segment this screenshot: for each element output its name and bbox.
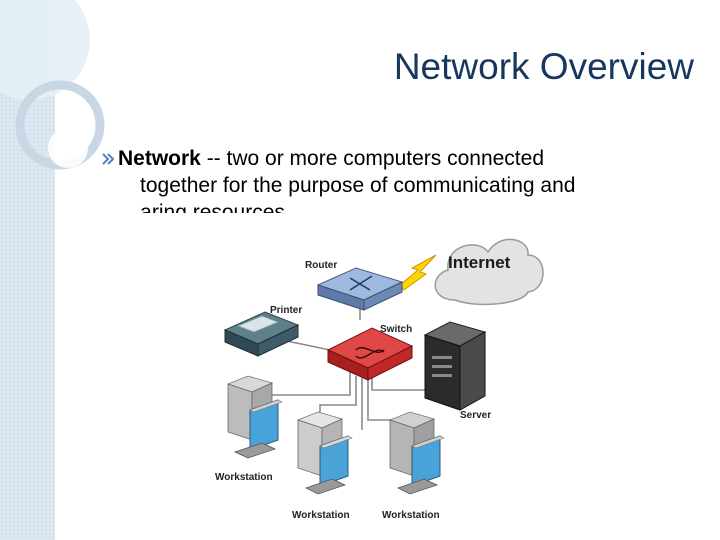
server-label: Server bbox=[460, 410, 491, 421]
internet-label: Internet bbox=[448, 253, 511, 272]
workstation-right-icon: Workstation bbox=[382, 411, 445, 521]
bullet-text: Network -- two or more computers connect… bbox=[118, 145, 678, 213]
workstation-mid-label: Workstation bbox=[292, 510, 350, 521]
lightning-bolt-icon bbox=[399, 254, 437, 291]
workstation-right-label: Workstation bbox=[382, 510, 440, 521]
server-icon: Server bbox=[423, 321, 491, 421]
bullet-arrow-icon bbox=[102, 153, 115, 165]
printer-label: Printer bbox=[270, 305, 302, 316]
slide-title: Network Overview bbox=[393, 46, 694, 87]
bullet-definition-3: sharing resources. bbox=[140, 201, 291, 213]
bullet-term: Network bbox=[118, 147, 201, 170]
switch-label: Switch bbox=[380, 324, 412, 335]
dotted-stripe bbox=[0, 0, 55, 540]
deco-circle-large bbox=[0, 0, 90, 100]
router-label: Router bbox=[305, 260, 337, 271]
bullet-definition-2: together for the purpose of communicatin… bbox=[140, 174, 576, 197]
bullet-item: Network -- two or more computers connect… bbox=[102, 145, 678, 213]
printer-icon: Printer bbox=[223, 305, 302, 357]
workstation-mid-icon: Workstation bbox=[292, 411, 353, 521]
workstation-left-icon: Workstation bbox=[215, 375, 283, 483]
switch-icon: Switch bbox=[326, 324, 414, 381]
internet-cloud-icon: Internet bbox=[434, 238, 544, 306]
workstation-left-label: Workstation bbox=[215, 472, 273, 483]
network-diagram: Internet Router Printer Switch Server bbox=[215, 238, 544, 521]
router-icon: Router bbox=[305, 260, 404, 311]
deco-circle-ring bbox=[15, 80, 105, 170]
bullet-definition-1: -- two or more computers connected bbox=[200, 147, 544, 170]
deco-circle-small bbox=[48, 128, 88, 168]
